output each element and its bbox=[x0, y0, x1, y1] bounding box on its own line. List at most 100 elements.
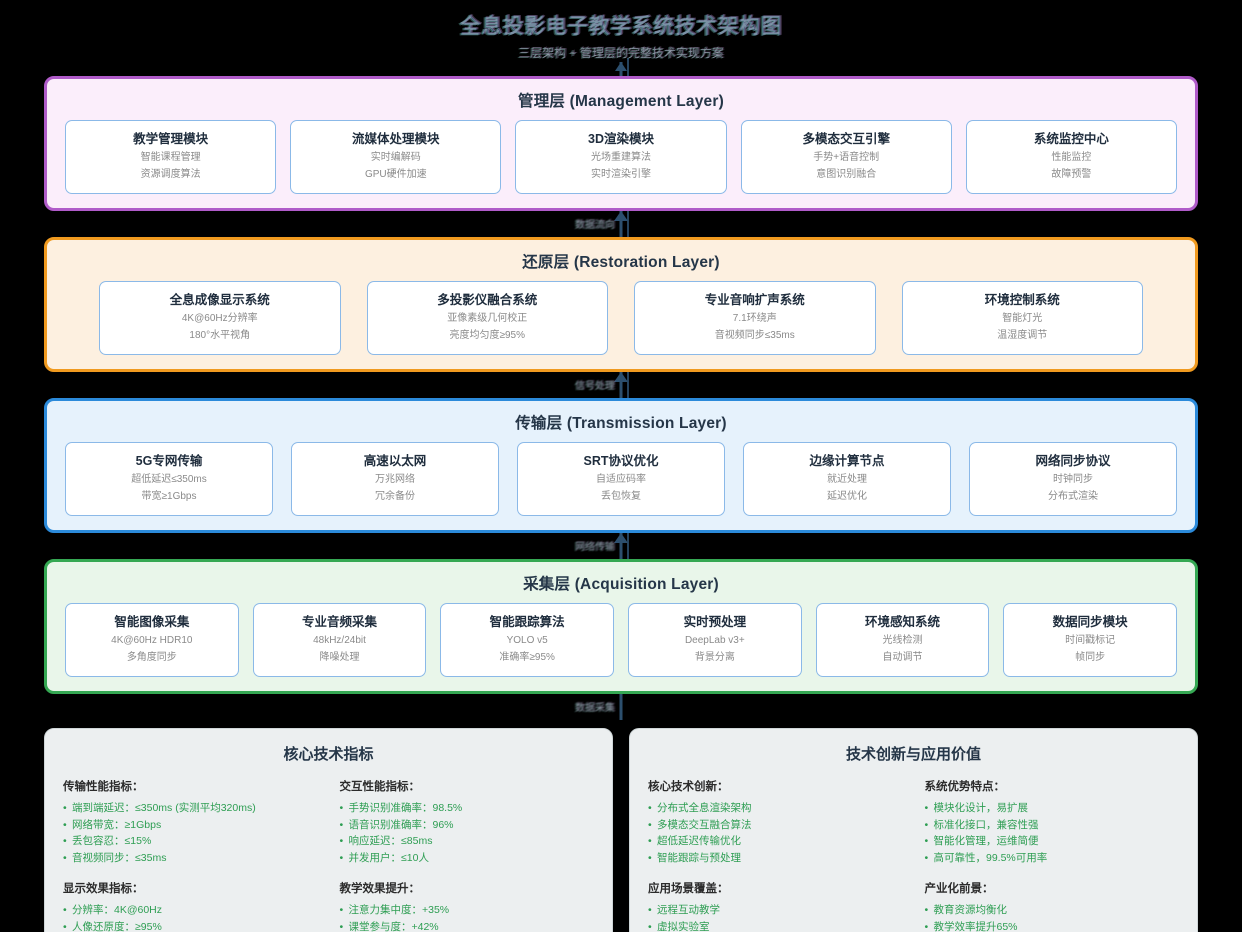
list-item: 注意力集中度：+35% bbox=[340, 902, 595, 919]
module-spec: 光线检测 bbox=[882, 635, 923, 646]
module-spec: 亮度均匀度≥95% bbox=[449, 330, 525, 341]
module-spec: 延迟优化 bbox=[827, 491, 867, 502]
list-item: 超低延迟传输优化 bbox=[648, 833, 903, 850]
panel-column: 交互性能指标： 手势识别准确率：98.5% 语音识别准确率：96% 响应延迟：≤… bbox=[340, 778, 595, 932]
module-title: 边缘计算节点 bbox=[809, 454, 885, 468]
connector-label: 数据流向 bbox=[575, 216, 615, 231]
layer-title: 采集层 (Acquisition Layer) bbox=[523, 576, 719, 593]
module-row: 智能图像采集 4K@60Hz HDR10 多角度同步 专业音频采集 48kHz/… bbox=[64, 603, 1178, 677]
module-card[interactable]: 实时预处理 DeepLab v3+ 背景分离 bbox=[628, 603, 802, 677]
page-title: 全息投影电子教学系统技术架构图 bbox=[460, 12, 783, 42]
module-spec: 冗余备份 bbox=[375, 491, 415, 502]
module-title: 智能图像采集 bbox=[114, 615, 190, 629]
list-item: 音视频同步：≤35ms bbox=[63, 850, 318, 867]
connector-label: 网络传输 bbox=[575, 538, 615, 553]
connector-stem bbox=[619, 372, 623, 398]
arrow-up-icon bbox=[615, 62, 627, 71]
module-spec: 实时渲染引擎 bbox=[591, 169, 651, 180]
list-item: 丢包容忍：≤15% bbox=[63, 833, 318, 850]
list-item: 教育资源均衡化 bbox=[925, 902, 1180, 919]
module-spec: 意图识别融合 bbox=[816, 169, 877, 180]
metric-group: 显示效果指标： 分辨率：4K@60Hz 人像还原度：≥95% 视角范围：180°… bbox=[63, 880, 318, 932]
list-item: 虚拟实验室 bbox=[648, 919, 903, 932]
module-card[interactable]: 高速以太网 万兆网络 冗余备份 bbox=[291, 442, 499, 516]
metric-group: 传输性能指标： 端到端延迟：≤350ms (实测平均320ms) 网络带宽：≥1… bbox=[63, 778, 318, 866]
layer-acquisition: 采集层 (Acquisition Layer) 智能图像采集 4K@60Hz H… bbox=[44, 559, 1198, 694]
metric-list: 分布式全息渲染架构 多模态交互融合算法 超低延迟传输优化 智能跟踪与预处理 bbox=[648, 800, 903, 866]
arrow-up-icon bbox=[614, 533, 628, 543]
panel-column: 核心技术创新： 分布式全息渲染架构 多模态交互融合算法 超低延迟传输优化 智能跟… bbox=[648, 778, 903, 932]
module-spec: 时钟同步 bbox=[1053, 474, 1093, 485]
panel-columns: 核心技术创新： 分布式全息渲染架构 多模态交互融合算法 超低延迟传输优化 智能跟… bbox=[648, 778, 1179, 932]
group-heading: 传输性能指标： bbox=[63, 781, 144, 793]
module-spec: 亚像素级几何校正 bbox=[447, 313, 528, 324]
module-card[interactable]: 多模态交互引擎 手势+语音控制 意图识别融合 bbox=[740, 120, 952, 194]
module-title: 网络同步协议 bbox=[1035, 454, 1111, 468]
list-item: 智能跟踪与预处理 bbox=[648, 850, 903, 867]
metric-group: 系统优势特点： 模块化设计，易扩展 标准化接口，兼容性强 智能化管理，运维简便 … bbox=[925, 778, 1180, 866]
module-title: 3D渲染模块 bbox=[588, 132, 654, 146]
module-spec: 带宽≥1Gbps bbox=[141, 491, 197, 502]
module-title: 多投影仪融合系统 bbox=[437, 293, 538, 307]
list-item: 端到端延迟：≤350ms (实测平均320ms) bbox=[63, 800, 318, 817]
module-title: 教学管理模块 bbox=[133, 132, 209, 146]
list-item: 分辨率：4K@60Hz bbox=[63, 902, 318, 919]
module-card[interactable]: 5G专网传输 超低延迟≤350ms 带宽≥1Gbps bbox=[65, 442, 273, 516]
module-card[interactable]: 数据同步模块 时间戳标记 帧同步 bbox=[1003, 603, 1178, 677]
module-card[interactable]: 边缘计算节点 就近处理 延迟优化 bbox=[743, 442, 951, 516]
module-title: 数据同步模块 bbox=[1052, 615, 1128, 629]
connector-management-restoration: 数据流向 bbox=[0, 211, 1242, 237]
module-spec: 就近处理 bbox=[827, 474, 867, 485]
connector-label: 信号处理 bbox=[575, 377, 615, 392]
module-title: 智能跟踪算法 bbox=[489, 615, 565, 629]
module-spec: DeepLab v3+ bbox=[684, 635, 745, 646]
panel-title: 技术创新与应用价值 bbox=[845, 746, 981, 763]
module-card[interactable]: 环境控制系统 智能灯光 温湿度调节 bbox=[901, 281, 1143, 355]
module-card[interactable]: 流媒体处理模块 实时编解码 GPU硬件加速 bbox=[290, 120, 502, 194]
layer-transmission: 传输层 (Transmission Layer) 5G专网传输 超低延迟≤350… bbox=[44, 398, 1198, 533]
module-card[interactable]: 智能跟踪算法 YOLO v5 准确率≥95% bbox=[440, 603, 614, 677]
group-heading: 交互性能指标： bbox=[339, 781, 421, 793]
module-spec: 准确率≥95% bbox=[499, 652, 555, 663]
connector-stem bbox=[619, 694, 623, 720]
module-row: 教学管理模块 智能课程管理 资源调度算法 流媒体处理模块 实时编解码 GPU硬件… bbox=[65, 120, 1178, 194]
module-card[interactable]: 环境感知系统 光线检测 自动调节 bbox=[815, 603, 990, 677]
module-spec: 4K@60Hz分辨率 bbox=[181, 313, 258, 324]
module-title: 全息成像显示系统 bbox=[169, 293, 270, 307]
list-item: 教学效率提升65% bbox=[925, 919, 1180, 932]
module-card[interactable]: 多投影仪融合系统 亚像素级几何校正 亮度均匀度≥95% bbox=[366, 281, 608, 355]
metric-list: 分辨率：4K@60Hz 人像还原度：≥95% 视角范围：180°×120° 亮度… bbox=[63, 902, 318, 932]
module-card[interactable]: SRT协议优化 自适应码率 丢包恢复 bbox=[517, 442, 725, 516]
module-spec: 性能监控 bbox=[1051, 152, 1092, 163]
layer-title: 管理层 (Management Layer) bbox=[518, 93, 724, 110]
list-item: 语音识别准确率：96% bbox=[340, 817, 595, 834]
module-card[interactable]: 系统监控中心 性能监控 故障预警 bbox=[965, 120, 1178, 194]
module-card[interactable]: 网络同步协议 时钟同步 分布式渲染 bbox=[969, 442, 1177, 516]
module-card[interactable]: 全息成像显示系统 4K@60Hz分辨率 180°水平视角 bbox=[99, 281, 341, 355]
header-connector bbox=[0, 62, 1242, 76]
arrow-up-icon bbox=[614, 211, 628, 221]
group-heading: 核心技术创新： bbox=[648, 781, 729, 793]
module-spec: 音视频同步≤35ms bbox=[714, 330, 795, 341]
list-item: 手势识别准确率：98.5% bbox=[340, 800, 595, 817]
module-title: 系统监控中心 bbox=[1033, 132, 1109, 146]
module-card[interactable]: 专业音响扩声系统 7.1环绕声 音视频同步≤35ms bbox=[634, 281, 876, 355]
arrow-up-icon bbox=[614, 372, 628, 382]
group-heading: 系统优势特点： bbox=[924, 781, 1006, 793]
module-card[interactable]: 智能图像采集 4K@60Hz HDR10 多角度同步 bbox=[64, 603, 239, 677]
module-title: SRT协议优化 bbox=[583, 454, 659, 468]
module-spec: 分布式渲染 bbox=[1048, 491, 1098, 502]
module-row: 5G专网传输 超低延迟≤350ms 带宽≥1Gbps 高速以太网 万兆网络 冗余… bbox=[65, 442, 1177, 516]
module-card[interactable]: 教学管理模块 智能课程管理 资源调度算法 bbox=[65, 120, 277, 194]
module-card[interactable]: 3D渲染模块 光场重建算法 实时渲染引擎 bbox=[515, 120, 727, 194]
module-spec: 资源调度算法 bbox=[140, 169, 201, 180]
module-spec: 光场重建算法 bbox=[591, 152, 651, 163]
metric-list: 端到端延迟：≤350ms (实测平均320ms) 网络带宽：≥1Gbps 丢包容… bbox=[63, 800, 318, 866]
module-card[interactable]: 专业音频采集 48kHz/24bit 降噪处理 bbox=[252, 603, 427, 677]
module-spec: 7.1环绕声 bbox=[732, 313, 777, 324]
connector-stem bbox=[619, 211, 623, 237]
layer-restoration: 还原层 (Restoration Layer) 全息成像显示系统 4K@60Hz… bbox=[44, 237, 1198, 372]
list-item: 网络带宽：≥1Gbps bbox=[63, 817, 318, 834]
module-spec: GPU硬件加速 bbox=[364, 169, 427, 180]
